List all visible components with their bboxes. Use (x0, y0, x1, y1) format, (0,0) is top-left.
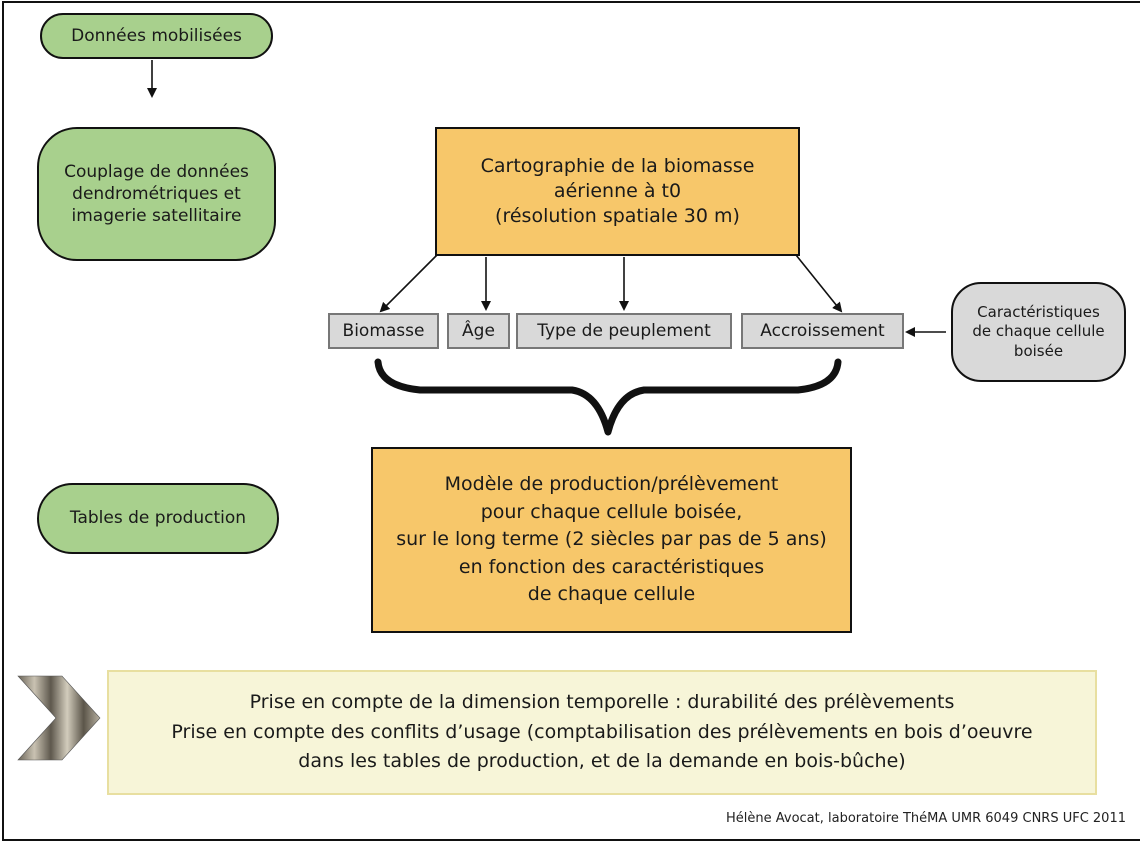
modele-line-3: sur le long terme (2 siècles par pas de … (396, 528, 827, 551)
attribute-biomasse-label: Biomasse (342, 320, 425, 341)
caracteristiques-line-3: boisée (1013, 341, 1064, 360)
cartographie-line-3: (résolution spatiale 30 m) (495, 204, 740, 227)
tables-production-label: Tables de production (69, 508, 247, 529)
modele-line-1: Modèle de production/prélèvement (444, 473, 779, 496)
caracteristiques-line-1: Caractéristiques (977, 302, 1100, 321)
attribute-age: Âge (447, 313, 510, 349)
caracteristiques-node: Caractéristiques de chaque cellule boisé… (951, 282, 1126, 382)
tables-production-node: Tables de production (37, 483, 279, 554)
attribute-accroissement-label: Accroissement (760, 320, 885, 341)
cartographie-line-2: aérienne à t0 (553, 180, 682, 203)
modele-line-5: de chaque cellule (527, 583, 696, 606)
conclusion-line-2: Prise en compte des conflits d’usage (co… (171, 720, 1033, 743)
attribute-age-label: Âge (462, 320, 495, 341)
caracteristiques-line-2: de chaque cellule (972, 322, 1105, 341)
modele-line-2: pour chaque cellule boisée, (480, 500, 743, 523)
cartographie-box: Cartographie de la biomasse aérienne à t… (435, 127, 800, 256)
attribute-biomasse: Biomasse (328, 313, 439, 349)
couplage-line-1: Couplage de données (64, 161, 249, 182)
cartographie-line-1: Cartographie de la biomasse (480, 155, 755, 178)
donnees-mobilisees-label: Données mobilisées (71, 25, 242, 46)
couplage-line-3: imagerie satellitaire (71, 206, 242, 227)
modele-box: Modèle de production/prélèvement pour ch… (371, 447, 852, 633)
attribute-type-label: Type de peuplement (537, 320, 711, 341)
modele-line-4: en fonction des caractéristiques (458, 555, 765, 578)
attribute-type-peuplement: Type de peuplement (516, 313, 732, 349)
donnees-mobilisees-node: Données mobilisées (40, 13, 273, 59)
attribute-accroissement: Accroissement (741, 313, 904, 349)
couplage-line-2: dendrométriques et (72, 183, 241, 204)
conclusion-line-3: dans les tables de production, et de la … (298, 750, 906, 773)
conclusion-line-1: Prise en compte de la dimension temporel… (249, 691, 955, 714)
credit-text: Hélène Avocat, laboratoire ThéMA UMR 604… (726, 811, 1126, 826)
conclusion-box: Prise en compte de la dimension temporel… (107, 670, 1097, 795)
couplage-node: Couplage de données dendrométriques et i… (37, 127, 276, 261)
